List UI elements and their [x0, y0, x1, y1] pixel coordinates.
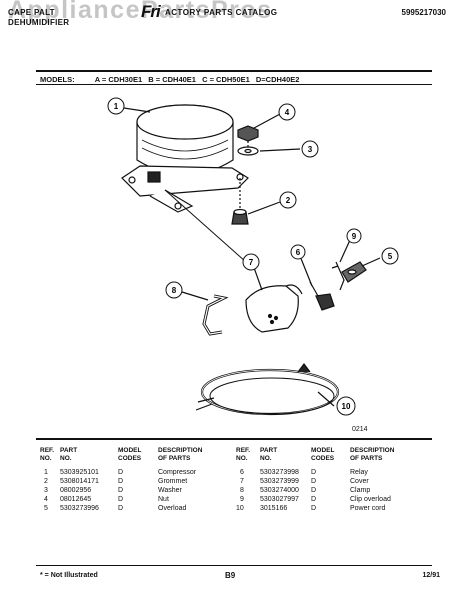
not-illustrated-note: * = Not Illustrated: [40, 572, 98, 579]
grommet-drawing: [231, 208, 249, 225]
page-number: B9: [225, 571, 236, 580]
svg-text:9: 9: [352, 232, 357, 241]
svg-text:5: 5: [388, 252, 393, 261]
models-label: MODELS:: [40, 75, 75, 84]
clip-overload-drawing: [331, 261, 345, 291]
svg-text:7: 7: [249, 258, 254, 267]
revision-date: 12/91: [422, 572, 440, 579]
washer-drawing: [237, 146, 259, 156]
clamp-drawing: [202, 294, 229, 336]
model-b: B = CDH40E1: [148, 75, 196, 84]
model-c: C = CDH50E1: [202, 75, 250, 84]
model-d: D=CDH40E2: [255, 75, 300, 84]
compressor-drawing: [121, 104, 249, 213]
svg-text:8: 8: [172, 286, 177, 295]
power-cord-drawing: [195, 363, 340, 416]
overload-drawing: [341, 261, 367, 283]
model-a: A = CDH30E1: [94, 75, 143, 84]
category-label: CAPE PALT DEHUMIDIFIER: [8, 8, 69, 28]
relay-drawing: [309, 281, 335, 311]
svg-text:3: 3: [308, 145, 313, 154]
watermark-text: AppliancePartsPros: [8, 0, 273, 24]
category-line-2: DEHUMIDIFIER: [8, 18, 70, 27]
drawing-code: 0214: [352, 426, 368, 433]
footer-rule: [36, 565, 432, 566]
callout-3: 3: [301, 140, 319, 158]
svg-text:1: 1: [114, 102, 119, 111]
callout-6: 6: [290, 244, 306, 260]
brand-logo: Fri: [141, 2, 161, 21]
models-rule: [36, 84, 432, 85]
svg-text:6: 6: [296, 248, 301, 257]
svg-text:10: 10: [342, 402, 351, 411]
callout-2: 2: [279, 191, 297, 209]
catalog-number: 5995217030: [401, 8, 447, 17]
nut-drawing: [237, 125, 259, 142]
catalog-title: ACTORY PARTS CATALOG: [165, 8, 278, 17]
models-line: MODELS: A = CDH30E1 B = CDH40E1 C = CDH5…: [40, 75, 303, 84]
top-rule: [36, 70, 432, 72]
table-top-rule: [36, 438, 432, 440]
callout-8: 8: [165, 281, 183, 299]
svg-text:2: 2: [286, 196, 291, 205]
cover-drawing: [245, 284, 303, 333]
callout-9: 9: [346, 228, 362, 244]
callout-4: 4: [278, 103, 296, 121]
callout-10: 10: [336, 396, 356, 416]
category-line-1: CAPE PALT: [8, 8, 55, 17]
exploded-parts-diagram: 1 4 3 2 9 5 6 7 8 10: [107, 97, 399, 416]
callout-1: 1: [107, 97, 125, 115]
callout-7: 7: [242, 253, 260, 271]
svg-text:4: 4: [285, 108, 290, 117]
callout-5: 5: [381, 247, 399, 265]
header-ref-no-right: REF.NO.: [236, 447, 251, 462]
header-ref-no: REF.NO.: [40, 447, 55, 462]
